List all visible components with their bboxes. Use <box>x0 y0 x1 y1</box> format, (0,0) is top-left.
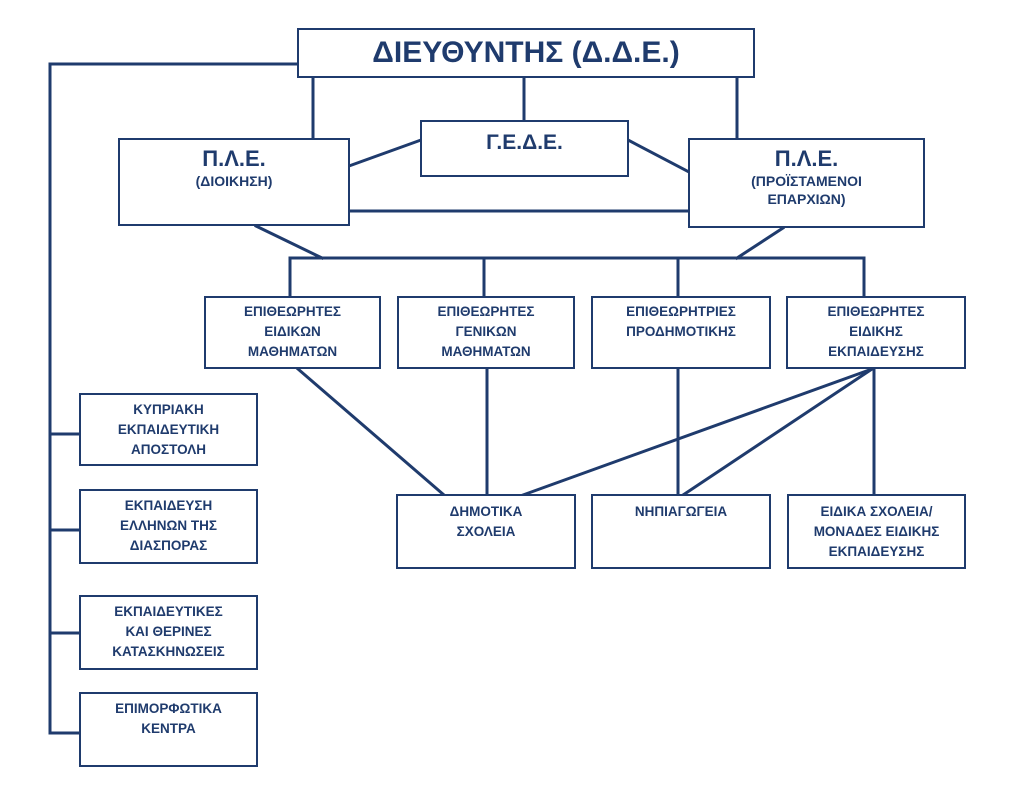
school-line-1: ΕΙΔΙΚΑ ΣΧΟΛΕΙΑ/ <box>820 504 933 519</box>
ple-admin-title: Π.Λ.Ε. <box>202 146 266 171</box>
gede-title: Γ.Ε.Δ.Ε. <box>486 131 563 154</box>
side-line-1: ΕΚΠΑΙΔΕΥΤΙΚΕΣ <box>114 604 223 619</box>
ple-admin-subtitle: (ΔΙΟΙΚΗΣΗ) <box>195 173 273 189</box>
school-line-1: ΝΗΠΙΑΓΩΓΕΙΑ <box>634 504 728 519</box>
ple-heads-subtitle-1: (ΠΡΟΪΣΤΑΜΕΝΟΙ <box>751 173 862 189</box>
side-line-2: ΕΚΠΑΙΔΕΥΤΙΚΗ <box>117 422 220 437</box>
school-line-2: ΜΟΝΑΔΕΣ ΕΙΔΙΚΗΣ <box>813 524 940 539</box>
inspector-line-2: ΠΡΟΔΗΜΟΤΙΚΗΣ <box>626 324 736 339</box>
inspector-line-1: ΕΠΙΘΕΩΡΗΤΕΣ <box>244 304 341 319</box>
inspector-line-1: ΕΠΙΘΕΩΡΗΤΡΙΕΣ <box>626 304 736 319</box>
training-centres-box: ΕΠΙΜΟΡΦΩΤΙΚΑ ΚΕΝΤΡΑ <box>79 692 258 767</box>
side-line-1: ΕΠΙΜΟΡΦΩΤΙΚΑ <box>115 701 222 716</box>
summer-camps-box: ΕΚΠΑΙΔΕΥΤΙΚΕΣ ΚΑΙ ΘΕΡΙΝΕΣ ΚΑΤΑΣΚΗΝΩΣΕΙΣ <box>79 595 258 670</box>
ple-heads-title: Π.Λ.Ε. <box>774 146 839 171</box>
school-line-2: ΣΧΟΛΕΙΑ <box>456 524 516 539</box>
director-title: ΔΙΕΥΘΥΝΤΗΣ (Δ.Δ.Ε.) <box>372 36 680 69</box>
side-line-2: ΚΑΙ ΘΕΡΙΝΕΣ <box>125 624 212 639</box>
side-line-1: ΕΚΠΑΙΔΕΥΣΗ <box>124 498 213 513</box>
inspector-line-2: ΓΕΝΙΚΩΝ <box>455 324 517 339</box>
cyprus-education-mission-box: ΚΥΠΡΙΑΚΗ ΕΚΠΑΙΔΕΥΤΙΚΗ ΑΠΟΣΤΟΛΗ <box>79 393 258 466</box>
ple-heads-box: Π.Λ.Ε. (ΠΡΟΪΣΤΑΜΕΝΟΙ ΕΠΑΡΧΙΩΝ) <box>688 138 925 228</box>
inspectors-special-education-box: ΕΠΙΘΕΩΡΗΤΕΣ ΕΙΔΙΚΗΣ ΕΚΠΑΙΔΕΥΣΗΣ <box>786 296 966 369</box>
school-line-3: ΕΚΠΑΙΔΕΥΣΗΣ <box>828 544 925 559</box>
side-line-1: ΚΥΠΡΙΑΚΗ <box>133 402 204 417</box>
inspector-line-2: ΕΙΔΙΚΩΝ <box>264 324 321 339</box>
inspector-line-3: ΜΑΘΗΜΑΤΩΝ <box>247 344 338 359</box>
inspector-line-1: ΕΠΙΘΕΩΡΗΤΕΣ <box>437 304 535 319</box>
ple-heads-subtitle-2: ΕΠΑΡΧΙΩΝ) <box>767 191 846 207</box>
side-line-3: ΑΠΟΣΤΟΛΗ <box>131 442 206 457</box>
special-schools-box: ΕΙΔΙΚΑ ΣΧΟΛΕΙΑ/ ΜΟΝΑΔΕΣ ΕΙΔΙΚΗΣ ΕΚΠΑΙΔΕΥ… <box>787 494 966 569</box>
kindergartens-box: ΝΗΠΙΑΓΩΓΕΙΑ <box>591 494 771 569</box>
primary-schools-box: ΔΗΜΟΤΙΚΑ ΣΧΟΛΕΙΑ <box>396 494 576 569</box>
side-line-3: ΔΙΑΣΠΟΡΑΣ <box>129 538 208 553</box>
gede-box: Γ.Ε.Δ.Ε. <box>420 120 629 177</box>
side-line-2: ΚΕΝΤΡΑ <box>141 721 196 736</box>
ple-admin-box: Π.Λ.Ε. (ΔΙΟΙΚΗΣΗ) <box>118 138 350 226</box>
inspector-line-3: ΕΚΠΑΙΔΕΥΣΗΣ <box>828 344 924 359</box>
director-box: ΔΙΕΥΘΥΝΤΗΣ (Δ.Δ.Ε.) <box>297 28 755 78</box>
side-line-3: ΚΑΤΑΣΚΗΝΩΣΕΙΣ <box>112 644 225 659</box>
inspectors-special-subjects-box: ΕΠΙΘΕΩΡΗΤΕΣ ΕΙΔΙΚΩΝ ΜΑΘΗΜΑΤΩΝ <box>204 296 381 369</box>
side-line-2: ΕΛΛΗΝΩΝ ΤΗΣ <box>120 518 217 533</box>
inspectors-general-subjects-box: ΕΠΙΘΕΩΡΗΤΕΣ ΓΕΝΙΚΩΝ ΜΑΘΗΜΑΤΩΝ <box>397 296 575 369</box>
inspectors-preprimary-box: ΕΠΙΘΕΩΡΗΤΡΙΕΣ ΠΡΟΔΗΜΟΤΙΚΗΣ <box>591 296 771 369</box>
school-line-1: ΔΗΜΟΤΙΚΑ <box>449 504 523 519</box>
inspector-line-1: ΕΠΙΘΕΩΡΗΤΕΣ <box>827 304 925 319</box>
diaspora-education-box: ΕΚΠΑΙΔΕΥΣΗ ΕΛΛΗΝΩΝ ΤΗΣ ΔΙΑΣΠΟΡΑΣ <box>79 489 258 564</box>
inspector-line-2: ΕΙΔΙΚΗΣ <box>849 324 903 339</box>
inspector-line-3: ΜΑΘΗΜΑΤΩΝ <box>441 344 531 359</box>
